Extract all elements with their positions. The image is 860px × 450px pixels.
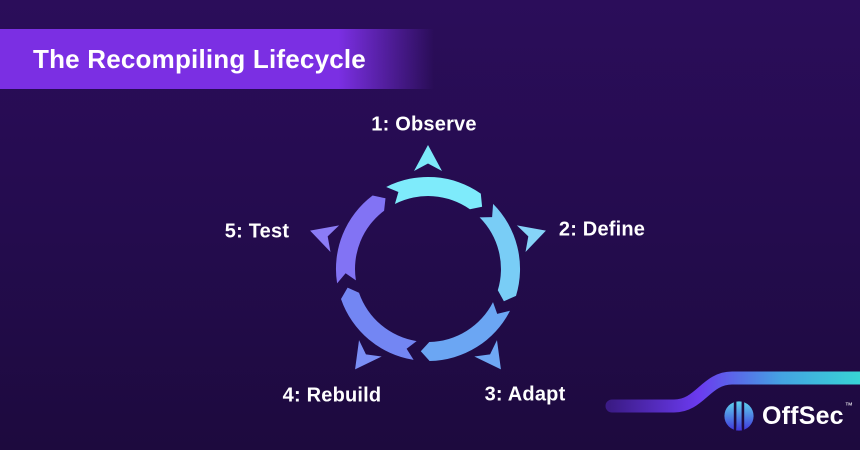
step-label-adapt: 3: Adapt xyxy=(484,383,566,406)
offsec-wordmark: OffSec™ xyxy=(762,401,853,430)
brand-lockup: OffSec™ xyxy=(722,397,853,435)
ring-segment-3 xyxy=(420,302,510,361)
offsec-logo-icon xyxy=(724,400,754,432)
outward-chevron-1 xyxy=(414,145,442,171)
ring-segment-5 xyxy=(335,195,386,284)
ring-segment-4 xyxy=(341,287,417,360)
step-label-observe: 1: Observe xyxy=(371,113,477,136)
step-label-define: 2: Define xyxy=(558,218,646,241)
title-banner: The Recompiling Lifecycle xyxy=(0,29,434,89)
logo-stem xyxy=(736,403,742,431)
brand-name: OffSec xyxy=(762,401,844,430)
outward-chevron-5 xyxy=(310,225,340,253)
page-title: The Recompiling Lifecycle xyxy=(33,43,366,74)
ring-segment-2 xyxy=(479,203,521,302)
outward-chevron-2 xyxy=(516,225,546,253)
ring-segment-1 xyxy=(386,176,483,210)
logo-gap-right xyxy=(741,400,745,432)
trademark-symbol: ™ xyxy=(844,401,853,411)
swoosh-line xyxy=(605,371,860,413)
logo-gap-left xyxy=(733,400,737,432)
step-label-rebuild: 4: Rebuild xyxy=(282,384,382,407)
outward-chevron-4 xyxy=(355,340,382,370)
step-label-test: 5: Test xyxy=(224,220,290,243)
outward-chevron-3 xyxy=(474,340,501,370)
